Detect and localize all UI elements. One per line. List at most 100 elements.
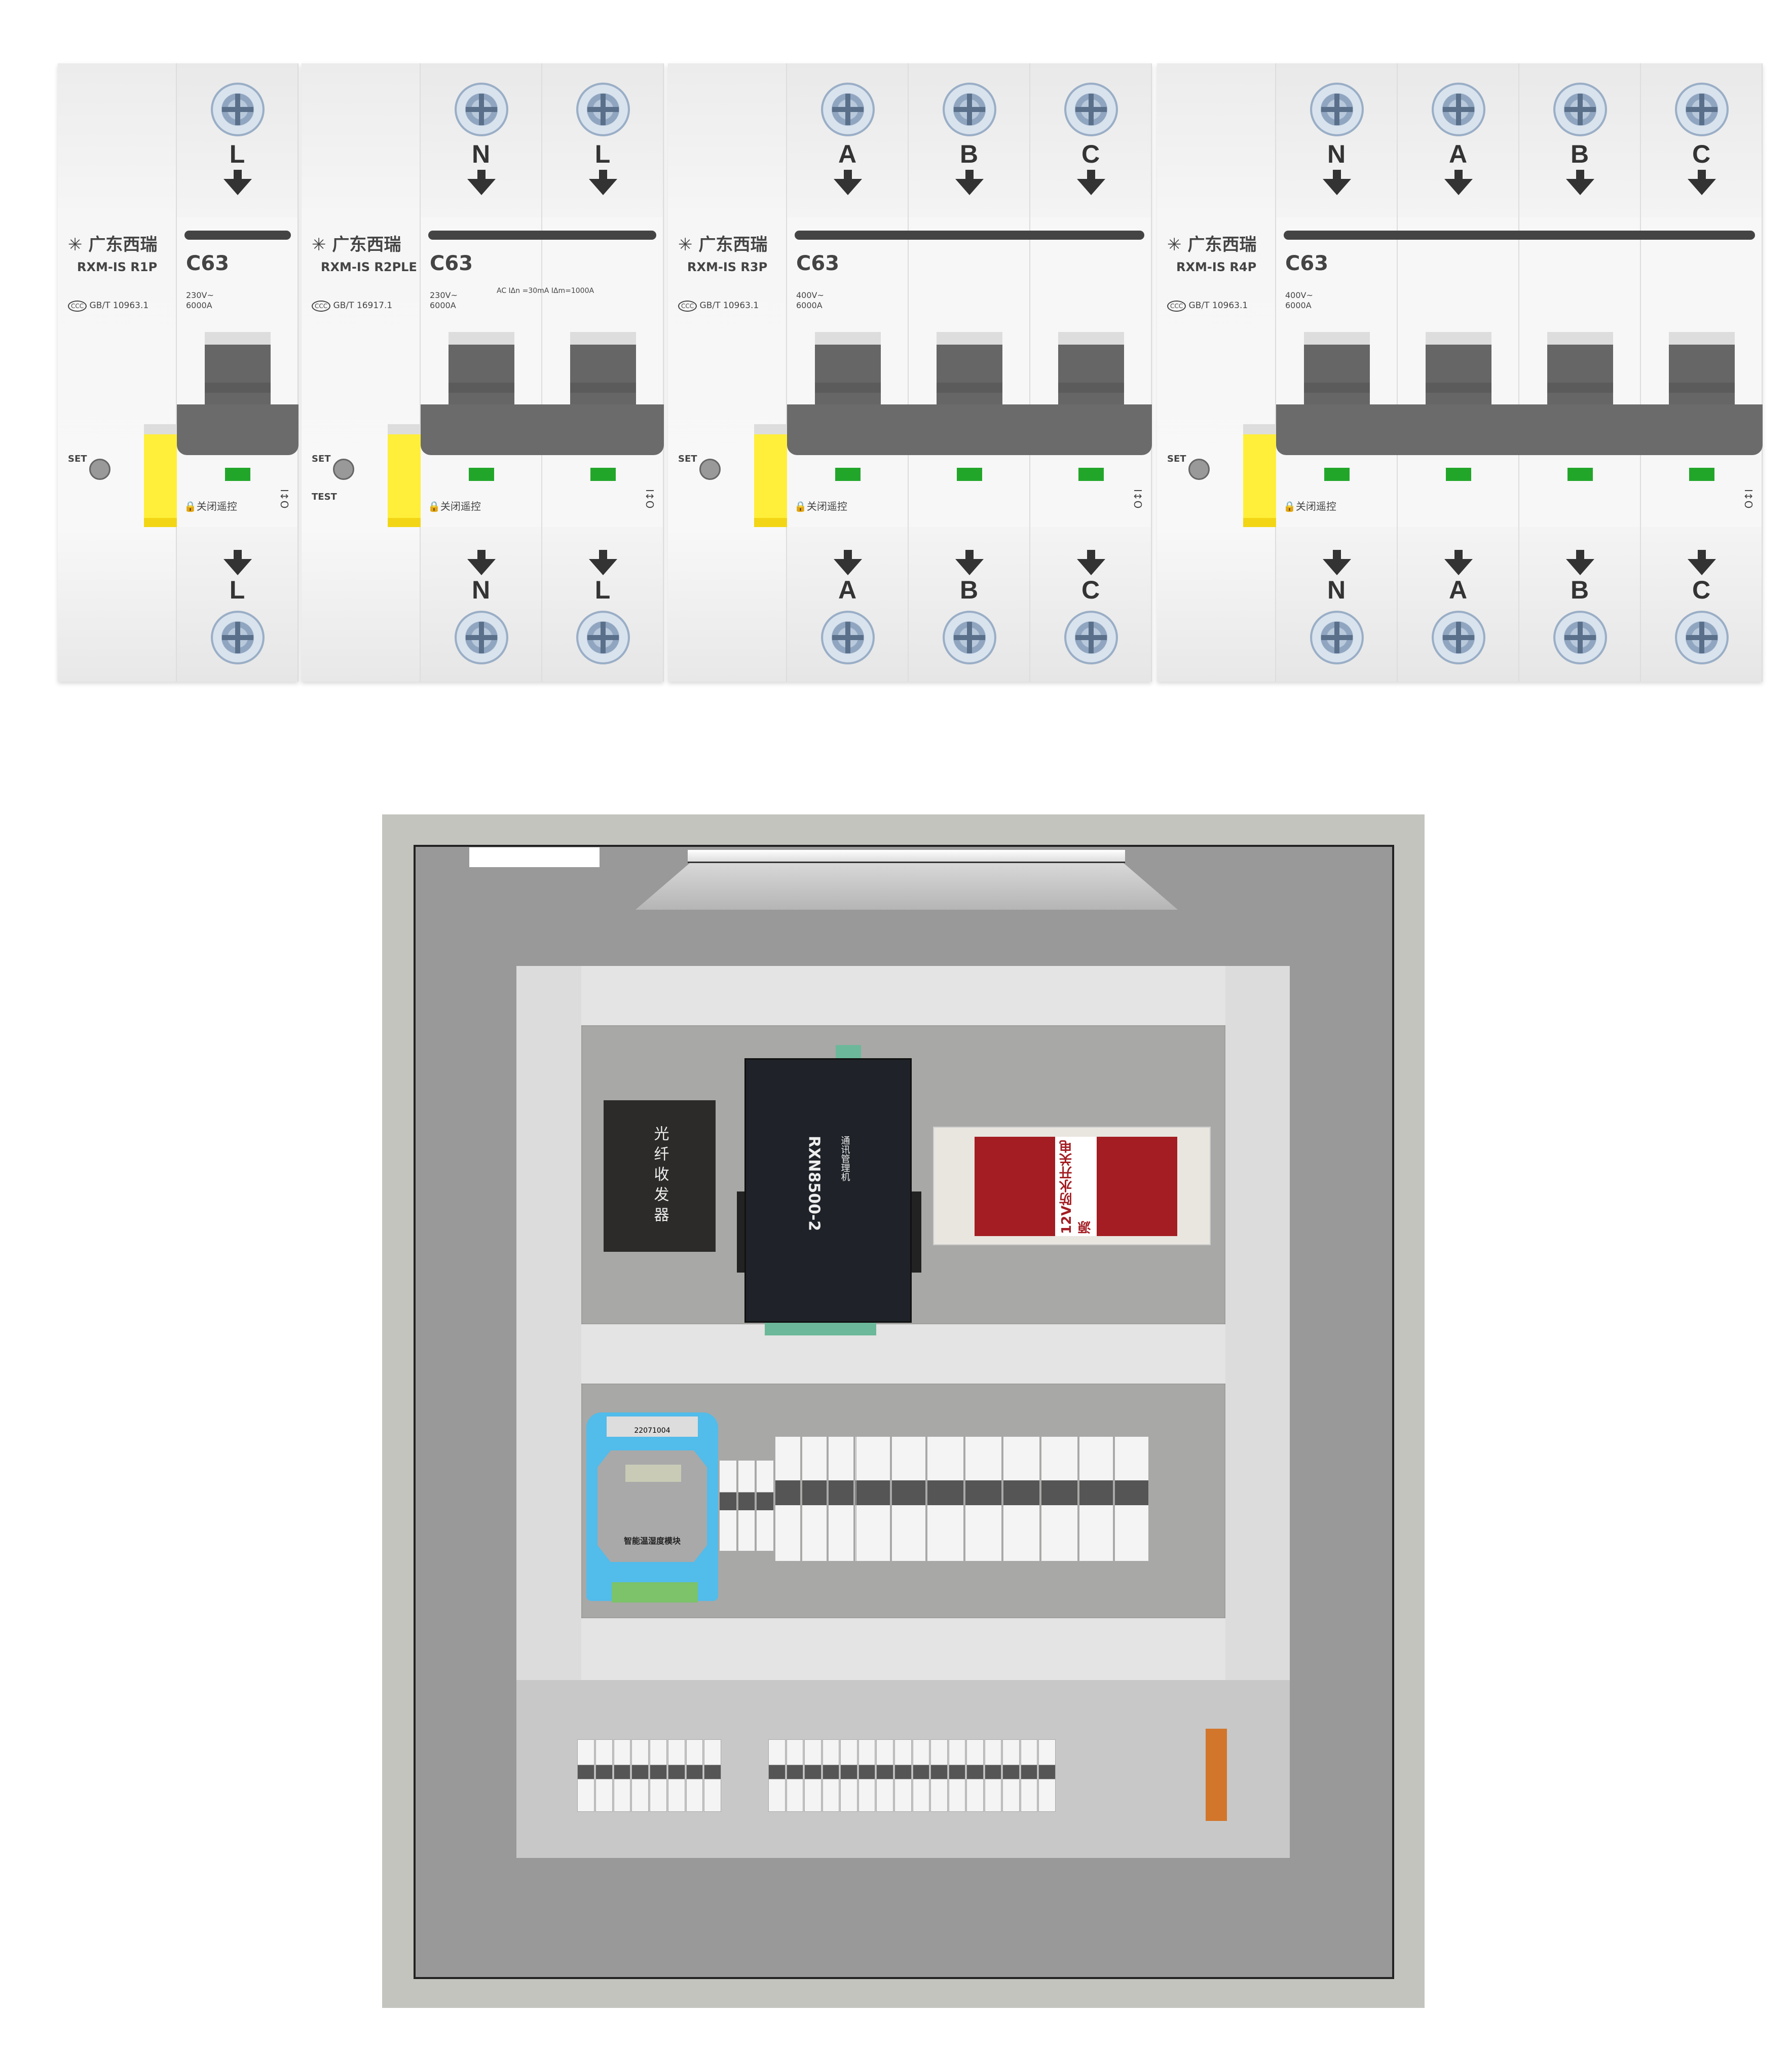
- arrow-down-icon: [223, 550, 252, 575]
- pole-A: A A: [1398, 63, 1519, 682]
- terminal-screw-icon[interactable]: [1675, 83, 1729, 136]
- voltage-capacity: 230V~6000A: [430, 290, 458, 310]
- terminal-screw-icon[interactable]: [1310, 83, 1364, 136]
- mini-breaker: [667, 1739, 685, 1812]
- brand-logo: ✳ 广东西瑞: [312, 235, 401, 255]
- pole-A: A A C63 400V~6000A 🔒关闭遥控: [787, 63, 909, 682]
- terminal-screw-icon[interactable]: [1432, 83, 1485, 136]
- set-button[interactable]: [699, 459, 721, 480]
- mini-breaker: [577, 1739, 594, 1812]
- arrow-down-icon: [1444, 170, 1473, 195]
- mini-breaker: [756, 1460, 774, 1551]
- toggle-bar[interactable]: [787, 404, 1152, 455]
- toggle-handle[interactable]: [570, 332, 636, 413]
- toggle-handle[interactable]: [205, 332, 271, 413]
- mini-breaker: [840, 1739, 857, 1812]
- light-beam: [636, 863, 1178, 910]
- remote-lock-label: 🔒关闭遥控: [1283, 500, 1336, 512]
- set-button[interactable]: [333, 459, 354, 480]
- status-indicator: [1689, 468, 1714, 481]
- mini-breaker: [804, 1739, 822, 1812]
- terminal-screw-icon[interactable]: [455, 83, 508, 136]
- voltage-capacity: 400V~6000A: [1285, 290, 1313, 310]
- standard-label: CCC GB/T 10963.1: [678, 301, 759, 312]
- toggle-bar[interactable]: [1276, 404, 1763, 455]
- breaker-label-module: ✳ 广东西瑞 RXM-IS R2PLE CCC GB/T 16917.1 SET…: [302, 63, 421, 682]
- terminal-screw-icon[interactable]: [1553, 83, 1607, 136]
- terminal-screw-icon[interactable]: [821, 611, 875, 664]
- mini-breaker: [984, 1739, 1002, 1812]
- arrow-down-icon: [589, 170, 617, 195]
- mini-breaker: [1114, 1436, 1149, 1561]
- toggle-handle[interactable]: [815, 332, 881, 413]
- mini-breaker: [1041, 1436, 1078, 1561]
- set-button[interactable]: [1188, 459, 1210, 480]
- brand-logo: ✳ 广东西瑞: [68, 235, 158, 255]
- toggle-handle[interactable]: [1058, 332, 1124, 413]
- status-indicator: [469, 468, 494, 481]
- terminal-screw-icon[interactable]: [1064, 611, 1118, 664]
- terminal-screw-icon[interactable]: [576, 83, 630, 136]
- voltage-capacity: 230V~6000A: [186, 290, 214, 310]
- toggle-handle[interactable]: [449, 332, 514, 413]
- terminal-screw-icon[interactable]: [1064, 83, 1118, 136]
- toggle-handle[interactable]: [1547, 332, 1613, 413]
- status-indicator: [225, 468, 250, 481]
- remote-lock-label: 🔒关闭遥控: [428, 500, 481, 512]
- cabinet-label-plate: [469, 847, 600, 867]
- mini-breaker: [704, 1739, 721, 1812]
- breaker-rxm-is-r1p: ✳ 广东西瑞 RXM-IS R1P CCC GB/T 10963.1 SET L…: [58, 63, 298, 682]
- cabinet-light: [688, 850, 1125, 863]
- status-indicator: [835, 468, 861, 481]
- toggle-handle[interactable]: [1426, 332, 1491, 413]
- mini-breaker: [876, 1739, 893, 1812]
- mini-breaker: [948, 1739, 966, 1812]
- toggle-handle[interactable]: [1669, 332, 1735, 413]
- mini-breaker: [828, 1436, 854, 1561]
- arrow-down-icon: [1688, 550, 1716, 575]
- yellow-indicator: [388, 424, 421, 527]
- arrow-down-icon: [834, 170, 862, 195]
- toggle-bar[interactable]: [421, 404, 664, 455]
- mini-breaker: [965, 1436, 1002, 1561]
- toggle-handle[interactable]: [937, 332, 1002, 413]
- toggle-bar[interactable]: [177, 404, 298, 455]
- status-indicator: [590, 468, 616, 481]
- terminal-screw-icon[interactable]: [211, 611, 265, 664]
- arrow-down-icon: [589, 550, 617, 575]
- terminal-screw-icon[interactable]: [1553, 611, 1607, 664]
- toggle-handle[interactable]: [1304, 332, 1370, 413]
- mini-breaker: [768, 1739, 786, 1812]
- status-indicator: [957, 468, 982, 481]
- arrow-down-icon: [1566, 170, 1594, 195]
- breaker-label-module: ✳ 广东西瑞 RXM-IS R1P CCC GB/T 10963.1 SET: [58, 63, 177, 682]
- breaker-rxm-is-r2ple: ✳ 广东西瑞 RXM-IS R2PLE CCC GB/T 16917.1 SET…: [302, 63, 664, 682]
- standard-label: CCC GB/T 10963.1: [1167, 301, 1248, 312]
- mini-breaker: [912, 1739, 930, 1812]
- set-button[interactable]: [89, 459, 110, 480]
- terminal-screw-icon[interactable]: [821, 83, 875, 136]
- arrow-down-icon: [467, 550, 496, 575]
- terminal-screw-icon[interactable]: [211, 83, 265, 136]
- terminal-screw-icon[interactable]: [943, 83, 996, 136]
- mini-breaker: [801, 1436, 827, 1561]
- fiber-transceiver: 光纤收发器: [604, 1100, 716, 1252]
- mini-breaker: [966, 1739, 984, 1812]
- terminal-screw-icon[interactable]: [1310, 611, 1364, 664]
- terminal-screw-icon[interactable]: [1432, 611, 1485, 664]
- terminal-screw-icon[interactable]: [943, 611, 996, 664]
- arrow-down-icon: [1566, 550, 1594, 575]
- arrow-down-icon: [1323, 170, 1351, 195]
- terminal-screw-icon[interactable]: [576, 611, 630, 664]
- remote-lock-label: 🔒关闭遥控: [184, 500, 237, 512]
- mini-breaker: [822, 1739, 840, 1812]
- mini-breaker: [1002, 1739, 1020, 1812]
- mini-breaker: [650, 1739, 667, 1812]
- mini-breaker: [1038, 1739, 1056, 1812]
- terminal-screw-icon[interactable]: [1675, 611, 1729, 664]
- pole-B: B B: [1519, 63, 1641, 682]
- arrow-down-icon: [955, 170, 984, 195]
- terminal-screw-icon[interactable]: [455, 611, 508, 664]
